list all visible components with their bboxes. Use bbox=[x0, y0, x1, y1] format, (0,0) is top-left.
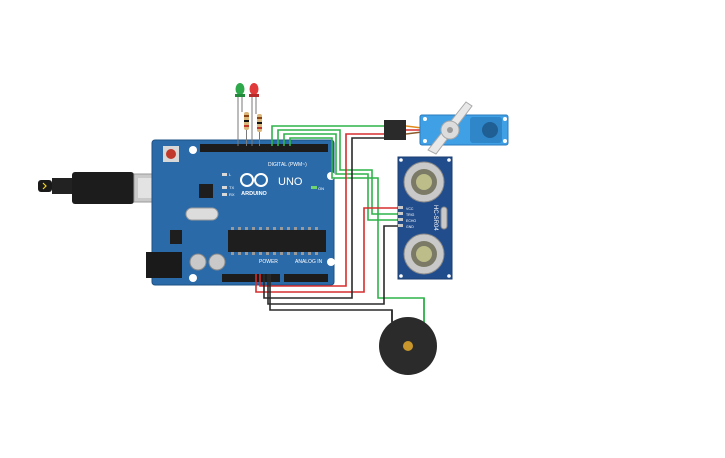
wire-trig[interactable] bbox=[277, 129, 398, 215]
servo-connector bbox=[384, 120, 406, 140]
on-label: ON bbox=[318, 186, 324, 191]
led-green[interactable] bbox=[235, 83, 245, 146]
analog-header bbox=[284, 274, 328, 282]
servo-motor-icon[interactable] bbox=[384, 101, 509, 155]
led-red[interactable] bbox=[249, 83, 259, 146]
power-header bbox=[222, 274, 280, 282]
analog-label: ANALOG IN bbox=[295, 259, 323, 265]
arduino-logo-icon bbox=[240, 173, 268, 187]
tx-label: TX bbox=[229, 185, 234, 190]
wires bbox=[255, 125, 425, 322]
atmega-chip bbox=[228, 230, 326, 252]
resistor-2[interactable] bbox=[257, 114, 262, 146]
rx-label: RX bbox=[229, 192, 235, 197]
wire-vcc-sensor[interactable] bbox=[255, 207, 398, 293]
wire-echo[interactable] bbox=[283, 133, 398, 221]
sensor-pin-gnd: GND bbox=[406, 225, 414, 229]
arduino-uno-board[interactable]: ARDUINO UNO DIGITAL (PWM~) POWER ANALOG … bbox=[146, 139, 335, 286]
transducer-bottom bbox=[403, 233, 445, 275]
crystal-oscillator bbox=[185, 207, 219, 221]
power-jack bbox=[146, 252, 182, 278]
brand-label: ARDUINO bbox=[241, 191, 267, 197]
piezo-buzzer-icon[interactable] bbox=[379, 298, 437, 375]
ultrasonic-sensor-icon[interactable]: HC-SR04 VCC TRIG ECHO GND bbox=[397, 156, 453, 280]
sensor-pin-echo: ECHO bbox=[406, 219, 416, 223]
power-label: POWER bbox=[259, 259, 278, 265]
digital-header bbox=[200, 144, 328, 152]
digital-label: DIGITAL (PWM~) bbox=[268, 162, 307, 168]
wire-vcc-servo[interactable] bbox=[259, 133, 384, 287]
model-label: UNO bbox=[278, 176, 303, 188]
sensor-model-label: HC-SR04 bbox=[432, 205, 438, 231]
sensor-pin-vcc: VCC bbox=[406, 207, 414, 211]
wire-servo-signal[interactable] bbox=[271, 125, 384, 146]
transducer-top bbox=[403, 161, 445, 203]
wire-gnd-sensor[interactable] bbox=[267, 225, 398, 305]
l-label: L bbox=[229, 172, 232, 177]
sensor-pin-trig: TRIG bbox=[406, 213, 415, 217]
resistor-1[interactable] bbox=[244, 112, 249, 146]
wire-gnd-servo[interactable] bbox=[263, 137, 384, 299]
usb-chip bbox=[199, 184, 213, 198]
wire-buzzer-signal[interactable] bbox=[289, 137, 425, 322]
